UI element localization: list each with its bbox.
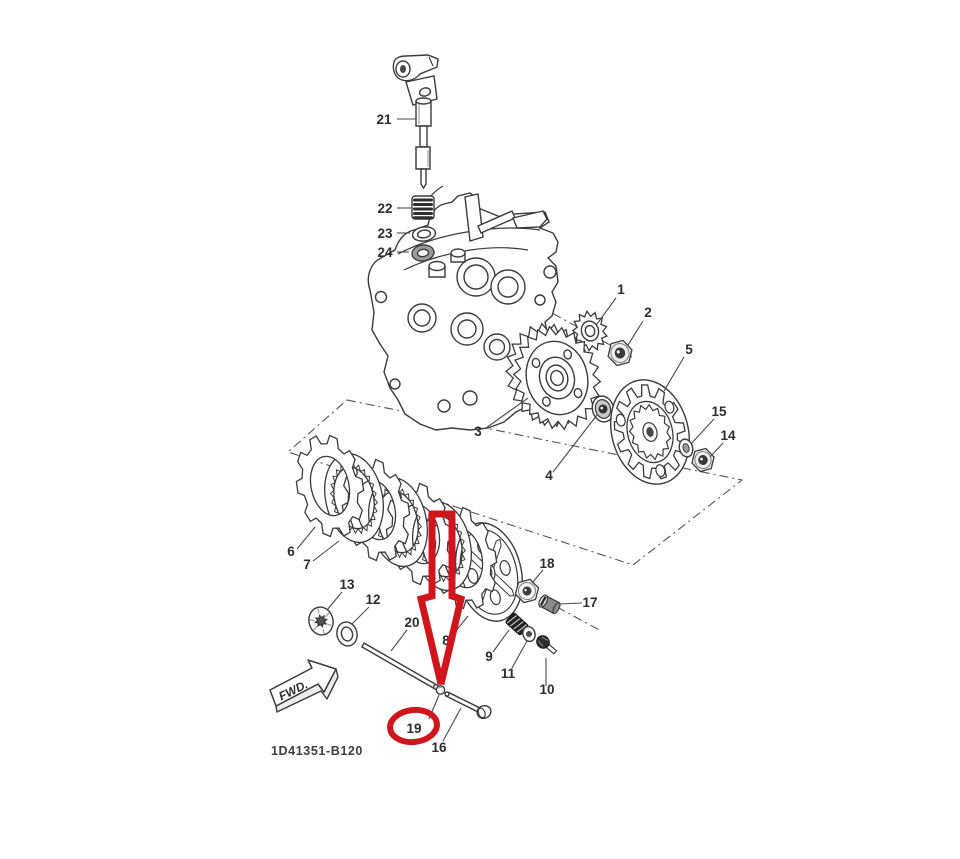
part-label-15: 15 <box>711 404 727 419</box>
case-top-bracket <box>464 193 484 242</box>
part-label-23: 23 <box>377 226 393 241</box>
highlight-arrow <box>416 510 466 685</box>
part-label-2: 2 <box>644 305 652 320</box>
axis-parallelogram <box>286 399 744 566</box>
highlight-annotations <box>387 510 466 746</box>
clutch-plate-stack <box>287 429 506 616</box>
part-label-17: 17 <box>582 595 597 610</box>
part-label-11: 11 <box>501 666 516 681</box>
part-label-20: 20 <box>404 615 419 630</box>
part-label-14: 14 <box>720 428 736 443</box>
part-21-push-lever <box>392 54 439 190</box>
case-gasket-line2 <box>403 247 529 271</box>
part-label-5: 5 <box>685 342 693 357</box>
part-label-4: 4 <box>545 468 553 483</box>
part-19-ball <box>435 685 446 695</box>
adjuster-axis-line <box>556 606 602 632</box>
part-label-7: 7 <box>303 557 311 572</box>
part-label-1: 1 <box>617 282 625 297</box>
part-label-6: 6 <box>287 544 295 559</box>
part-label-22: 22 <box>377 201 392 216</box>
part-13-lock-washer <box>308 606 334 636</box>
part-20-push-rod-1 <box>360 642 440 691</box>
part-11-washer <box>522 625 536 643</box>
leader-lines <box>296 118 724 742</box>
part-label-12: 12 <box>365 592 380 607</box>
case-stud2 <box>450 248 466 263</box>
drawing-code: 1D41351-B120 <box>271 744 363 758</box>
part-17-adjuster <box>538 594 561 615</box>
part-24-oil-seal <box>411 244 435 262</box>
part-label-13: 13 <box>339 577 355 592</box>
part-23-washer <box>411 226 437 242</box>
part-5-clutch-boss <box>599 371 700 493</box>
part-16-push-rod-2 <box>444 691 492 720</box>
part-10-bolt <box>536 635 558 655</box>
part-labels: 1 2 3 4 5 6 7 8 9 10 11 12 13 14 15 16 1… <box>287 112 736 755</box>
part-22-spring <box>411 185 444 220</box>
part-label-21: 21 <box>376 112 392 127</box>
part-label-16: 16 <box>431 740 447 755</box>
part-label-19: 19 <box>406 721 421 736</box>
fwd-arrow: FWD. <box>269 659 339 713</box>
case-stud <box>428 260 446 278</box>
highlight-ellipse <box>387 706 440 746</box>
part-6-friction-plate <box>287 429 373 544</box>
part-label-18: 18 <box>539 556 555 571</box>
part-label-8: 8 <box>442 633 450 648</box>
part-label-24: 24 <box>377 245 393 260</box>
part-label-3: 3 <box>474 424 482 439</box>
part-1-gear <box>569 307 612 354</box>
part-label-9: 9 <box>485 649 493 664</box>
part-2-nut <box>605 339 635 367</box>
part-4-bearing <box>591 395 615 423</box>
part-15-washer <box>678 438 694 458</box>
case-lug <box>512 210 548 229</box>
part-18-nut <box>514 578 540 604</box>
part-14-nut <box>689 447 716 473</box>
part-label-10: 10 <box>539 682 554 697</box>
part-12-washer <box>336 621 358 647</box>
part-3-primary-driven-gear <box>495 312 612 440</box>
